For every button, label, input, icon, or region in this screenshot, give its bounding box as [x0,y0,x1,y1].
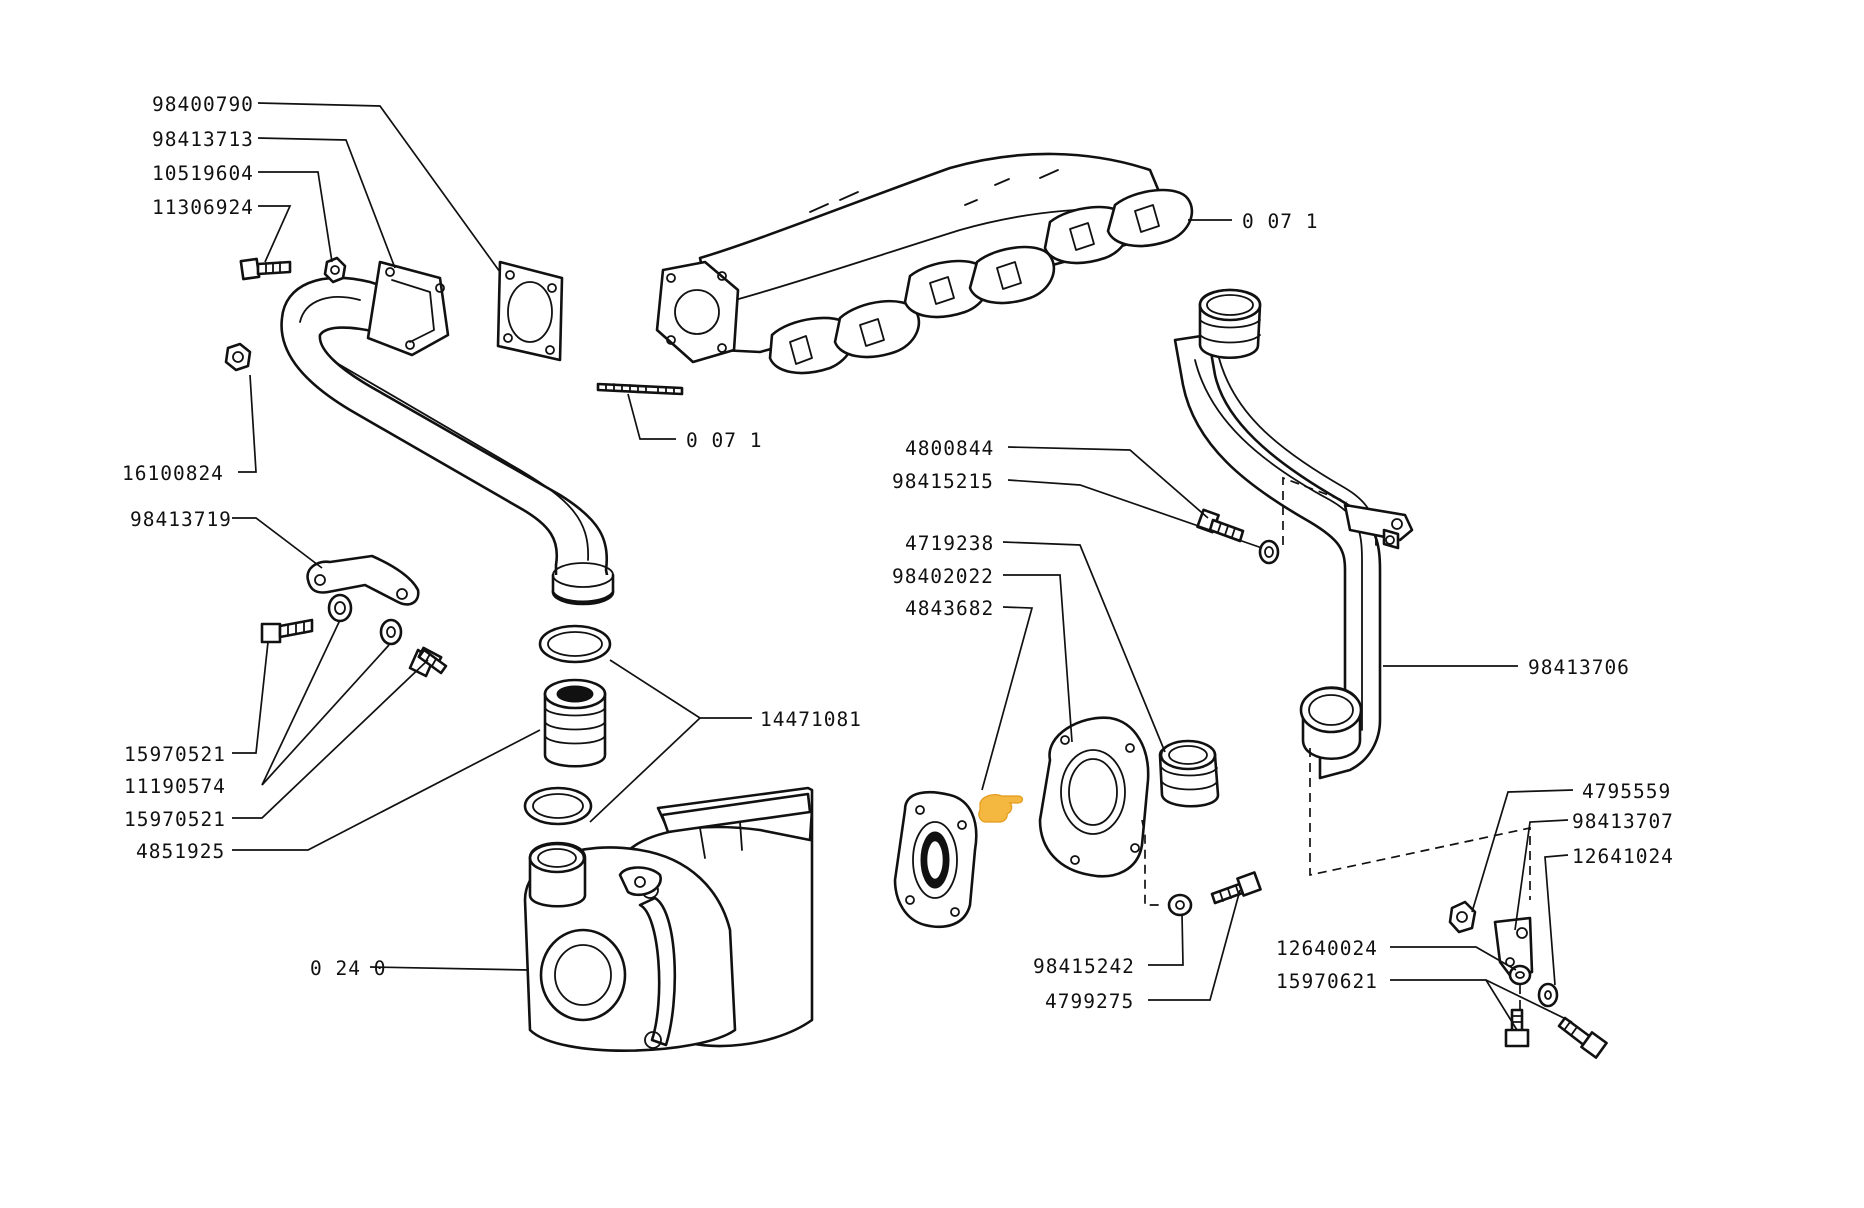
pipe-flange-gasket [496,260,564,362]
label-0071-stud: 0 07 1 [686,429,762,452]
pointing-hand-icon [978,794,1024,823]
flange-nut [323,256,347,284]
bracket-bolt-vertical [1504,1008,1530,1048]
label-15970521-a: 15970521 [124,743,226,766]
left-exhaust-pipe [280,260,615,606]
label-15970621: 15970621 [1276,970,1378,993]
label-4719238: 4719238 [905,532,994,555]
alignment-lines [1141,476,1531,1010]
label-98413706: 98413706 [1528,656,1630,679]
corrugated-sleeve [1158,739,1220,808]
leader-lines [232,102,1574,1031]
label-4799275: 4799275 [1045,990,1134,1013]
outlet-gasket [893,790,978,929]
bracket-bolt-diagonal [1557,1016,1608,1059]
outlet-flange-ring [1038,716,1150,878]
outlet-washer [1258,539,1280,565]
flange-washer [1167,893,1193,917]
nut [224,342,252,372]
label-4795559: 4795559 [1582,780,1671,803]
label-98415215: 98415215 [892,470,994,493]
washer-1 [327,593,353,623]
exhaust-manifold [655,152,1194,375]
label-14471081: 14471081 [760,708,862,731]
bracket-washer-left [1508,964,1532,986]
bracket-bolt-right [408,646,448,678]
flange-bolt-right [1210,871,1262,905]
pipe-bracket [306,554,420,606]
label-11190574: 11190574 [124,775,226,798]
label-4851925: 4851925 [136,840,225,863]
bracket-nut [1448,900,1477,934]
label-11306924: 11306924 [152,196,254,219]
seal-ring-upper [538,624,612,664]
bracket-bolt-left [260,618,314,644]
label-0240: 0 24 0 [310,957,386,980]
label-4800844: 4800844 [905,437,994,460]
label-98413713: 98413713 [152,128,254,151]
bellows-sleeve [543,678,607,768]
label-98400790: 98400790 [152,93,254,116]
bracket-washer-right [1537,982,1559,1008]
manifold-stud [596,382,684,396]
label-12641024: 12641024 [1572,845,1674,868]
outlet-pipe [1173,288,1414,780]
label-98415242: 98415242 [1033,955,1135,978]
label-12640024: 12640024 [1276,937,1378,960]
label-98413707: 98413707 [1572,810,1674,833]
flange-bolt [239,257,292,281]
label-15970521-b: 15970521 [124,808,226,831]
washer-2 [379,618,403,646]
label-98402022: 98402022 [892,565,994,588]
turbocharger [523,786,814,1052]
label-0071-manifold: 0 07 1 [1242,210,1318,233]
label-16100824: 16100824 [122,462,224,485]
part-number-labels: 98400790 98413713 10519604 11306924 1610… [122,93,1674,1013]
seal-ring-lower [523,786,593,826]
label-10519604: 10519604 [152,162,254,185]
label-98413719: 98413719 [130,508,232,531]
label-4843682: 4843682 [905,597,994,620]
